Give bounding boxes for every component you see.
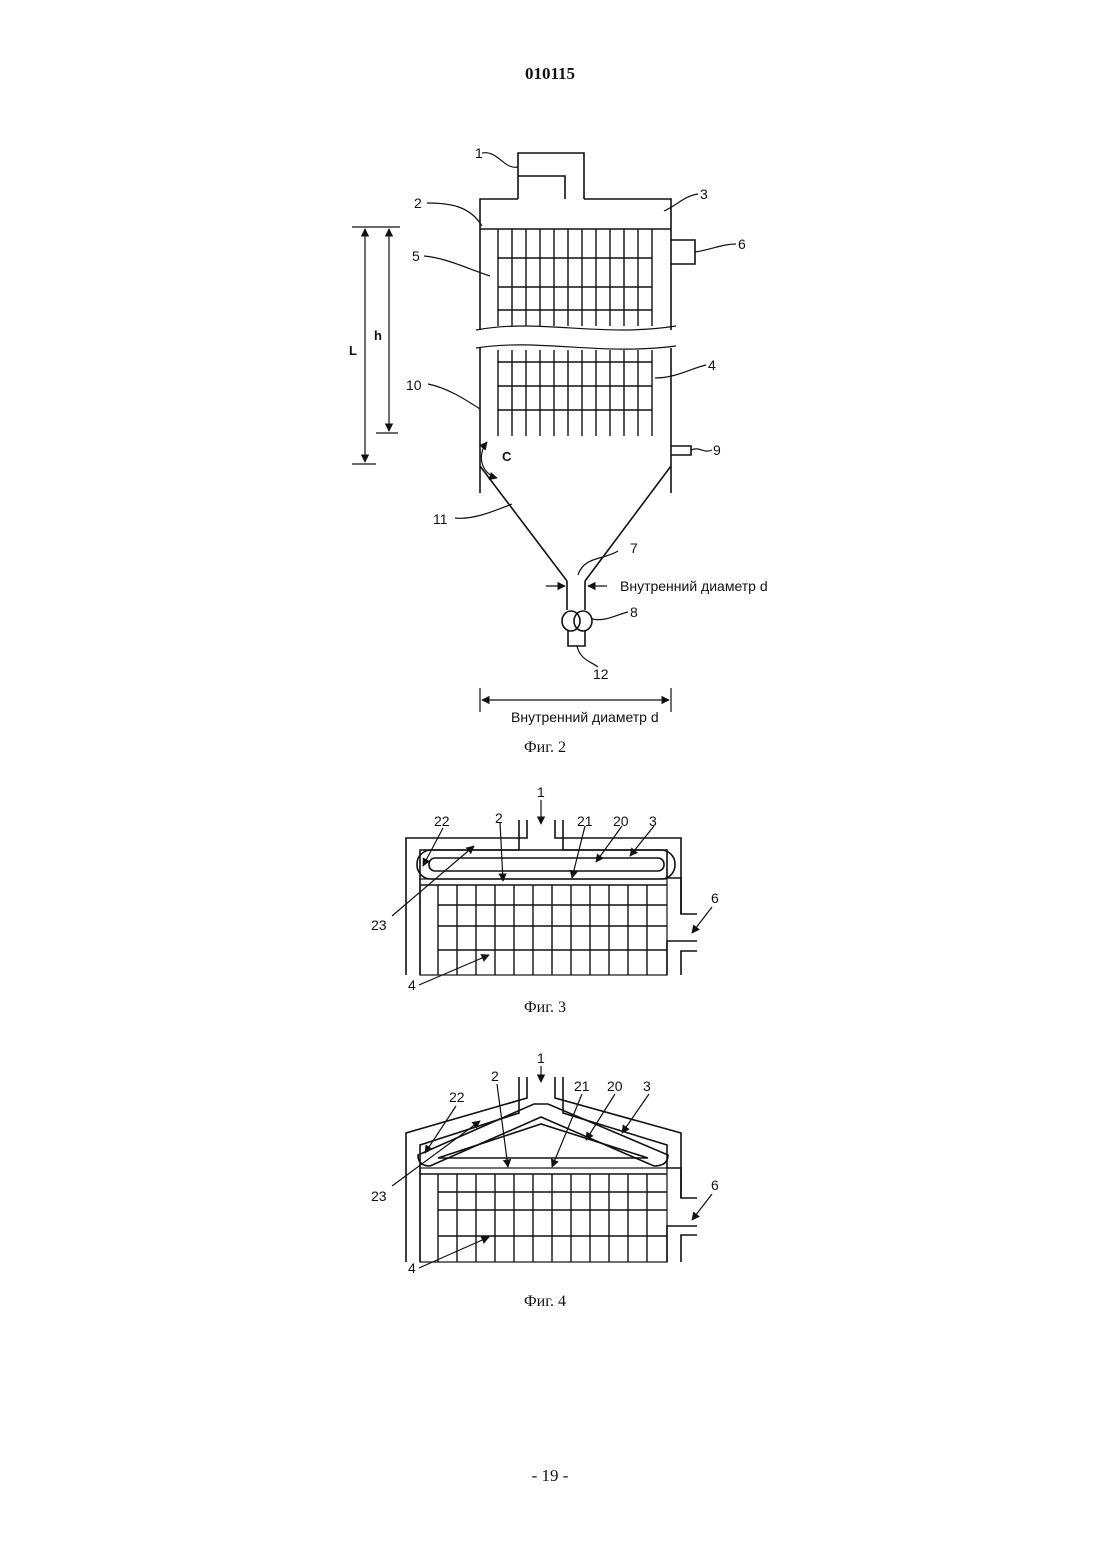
fig2-label-1: 1 <box>475 145 483 161</box>
fig3-label-2: 2 <box>495 810 503 826</box>
fig2-label-h: h <box>374 328 382 343</box>
fig4-nozzle-6-lower <box>667 1226 697 1262</box>
tube-grid-upper <box>498 229 652 326</box>
inlet-pipe-1 <box>518 153 584 199</box>
fig4-label-21: 21 <box>574 1078 590 1094</box>
fig3-label-21: 21 <box>577 813 593 829</box>
fig3-label-20: 20 <box>613 813 629 829</box>
fig2-label-C: C <box>502 449 512 464</box>
fig2-label-4: 4 <box>708 357 716 373</box>
fig2-label-5: 5 <box>412 248 420 264</box>
fig2-label-12: 12 <box>593 666 609 682</box>
fig2-label-inner-diameter-small: Внутренний диаметр d <box>620 578 768 594</box>
fig3-manifold-inner <box>429 858 664 871</box>
head-chamber <box>480 199 671 229</box>
fig4-label-20: 20 <box>607 1078 623 1094</box>
fig4-label-1: 1 <box>537 1050 545 1066</box>
fig4-label-3: 3 <box>643 1078 651 1094</box>
fig3-shell-inner <box>420 820 681 975</box>
fig3-label-1: 1 <box>537 784 545 800</box>
fig2-label-9: 9 <box>713 442 721 458</box>
fig4-caption: Фиг. 4 <box>524 1293 566 1310</box>
fig2-label-L: L <box>349 343 357 358</box>
fig3-label-6: 6 <box>711 890 719 906</box>
page-number: - 19 - <box>0 1466 1100 1486</box>
valve-8-right-disc <box>574 611 592 631</box>
fig3-manifold-outer <box>417 850 675 879</box>
fig2-label-3: 3 <box>700 186 708 202</box>
figure-4: 1 2 22 21 20 3 23 4 6 Фиг. 4 <box>371 1050 719 1310</box>
figure-3: 1 2 22 21 20 3 23 4 6 Фиг. 3 <box>371 784 719 1016</box>
fig4-manifold-outer <box>418 1104 668 1166</box>
fig3-tube-grid <box>420 885 667 975</box>
fig3-label-3: 3 <box>649 813 657 829</box>
outlet-12 <box>568 631 585 646</box>
conical-bottom <box>480 466 671 581</box>
nozzle-6 <box>671 240 695 264</box>
fig2-caption: Фиг. 2 <box>524 739 566 756</box>
fig4-tube-grid <box>420 1174 667 1262</box>
fig4-label-6: 6 <box>711 1177 719 1193</box>
fig2-label-2: 2 <box>414 195 422 211</box>
fig4-label-23: 23 <box>371 1188 387 1204</box>
fig3-label-22: 22 <box>434 813 450 829</box>
fig2-label-7: 7 <box>630 540 638 556</box>
break-line-bottom <box>476 345 676 349</box>
fig3-label-4: 4 <box>408 977 416 993</box>
break-line-top <box>476 326 676 330</box>
angle-C-arc <box>481 442 497 478</box>
fig3-nozzle-6-lower <box>667 941 697 975</box>
fig2-label-11: 11 <box>433 511 448 527</box>
fig2-label-8: 8 <box>630 604 638 620</box>
fig2-label-10: 10 <box>406 377 422 393</box>
fig2-label-inner-diameter-large: Внутренний диаметр d <box>511 709 659 725</box>
fig3-caption: Фиг. 3 <box>524 999 566 1016</box>
tube-grid-lower <box>498 350 652 436</box>
figure-2: 1 2 3 5 6 4 10 9 11 7 8 12 L h C Внутрен… <box>349 145 768 756</box>
nozzle-9 <box>671 446 691 455</box>
fig4-label-22: 22 <box>449 1089 465 1105</box>
fig3-label-23: 23 <box>371 917 387 933</box>
fig4-label-2: 2 <box>491 1068 499 1084</box>
fig4-label-4: 4 <box>408 1260 416 1276</box>
fig2-label-6: 6 <box>738 236 746 252</box>
